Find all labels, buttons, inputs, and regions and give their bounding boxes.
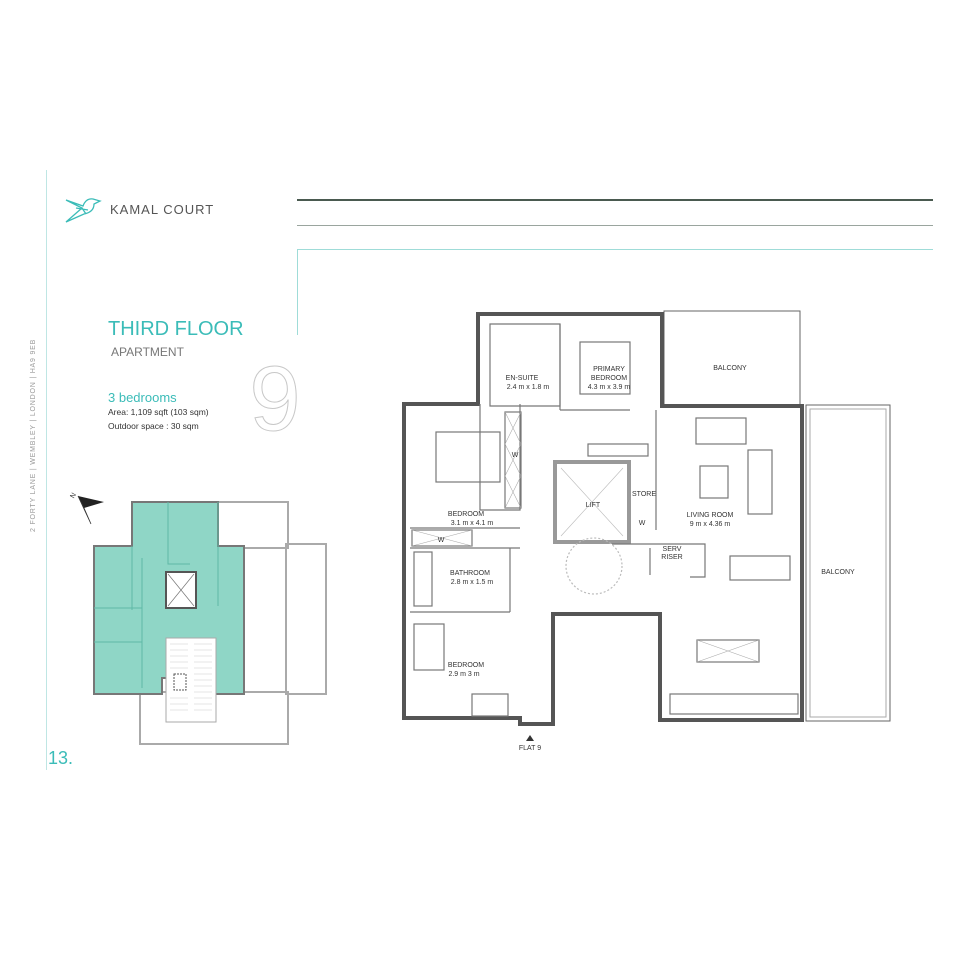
- balcony-right-outline: [805, 404, 891, 722]
- entrance-arrow-icon: [526, 735, 534, 741]
- room-label-bedroom-2: BEDROOM: [448, 511, 484, 518]
- svg-text:N: N: [69, 492, 78, 500]
- entrance-label: FLAT 9: [519, 745, 541, 752]
- wardrobe-label: W: [438, 537, 445, 544]
- key-plan: [93, 501, 327, 745]
- wardrobe-label: W: [639, 520, 646, 527]
- side-rule-accent: [297, 249, 298, 335]
- room-label-bathroom: BATHROOM: [450, 570, 490, 577]
- room-dims-bedroom-2: 3.1 m x 4.1 m: [451, 520, 494, 527]
- room-label-bedroom-3: BEDROOM: [448, 662, 484, 669]
- outdoor-space: Outdoor space : 30 sqm: [108, 421, 199, 431]
- room-label-balcony-top: BALCONY: [713, 365, 747, 372]
- room-dims-bathroom: 2.8 m x 1.5 m: [451, 579, 494, 586]
- lift-shaft: [553, 460, 631, 544]
- flat-number-text: 9: [249, 350, 300, 440]
- top-rule-grey: [297, 225, 933, 226]
- page-title: THIRD FLOOR: [108, 318, 244, 340]
- room-label-primary-2: BEDROOM: [591, 375, 627, 382]
- top-rule-dark: [297, 199, 933, 201]
- flat-number: 9: [249, 350, 301, 440]
- room-label-ensuite: EN-SUITE: [506, 375, 539, 382]
- brand-name: KAMAL COURT: [110, 202, 215, 217]
- left-rule: [46, 170, 47, 770]
- room-label-riser: SERV: [663, 546, 682, 553]
- balcony-top-outline: [663, 310, 801, 406]
- page-subtitle: APARTMENT: [111, 345, 184, 359]
- wardrobe-label: W: [512, 452, 519, 459]
- room-label-primary: PRIMARY: [593, 366, 625, 373]
- room-label-store: STORE: [632, 491, 656, 498]
- room-dims-primary: 4.3 m x 3.9 m: [588, 384, 631, 391]
- room-label-riser-2: RISER: [661, 554, 682, 561]
- north-arrow-icon: N: [69, 492, 104, 525]
- room-label-balcony-right: BALCONY: [821, 569, 855, 576]
- bedroom-count: 3 bedrooms: [108, 390, 177, 405]
- top-rule-accent: [297, 249, 933, 250]
- area: Area: 1,109 sqft (103 sqm): [108, 407, 209, 417]
- outer-walls: [402, 312, 804, 726]
- ensuite-walls: [489, 323, 561, 407]
- room-label-living: LIVING ROOM: [687, 512, 734, 519]
- room-dims-bedroom-3: 2.9 m 3 m: [448, 671, 479, 678]
- page-number: 13.: [48, 748, 74, 768]
- room-dims-living: 9 m x 4.36 m: [690, 521, 731, 528]
- bird-icon: [65, 198, 102, 223]
- room-label-lift: LIFT: [586, 502, 601, 509]
- room-dims-ensuite: 2.4 m x 1.8 m: [507, 384, 550, 391]
